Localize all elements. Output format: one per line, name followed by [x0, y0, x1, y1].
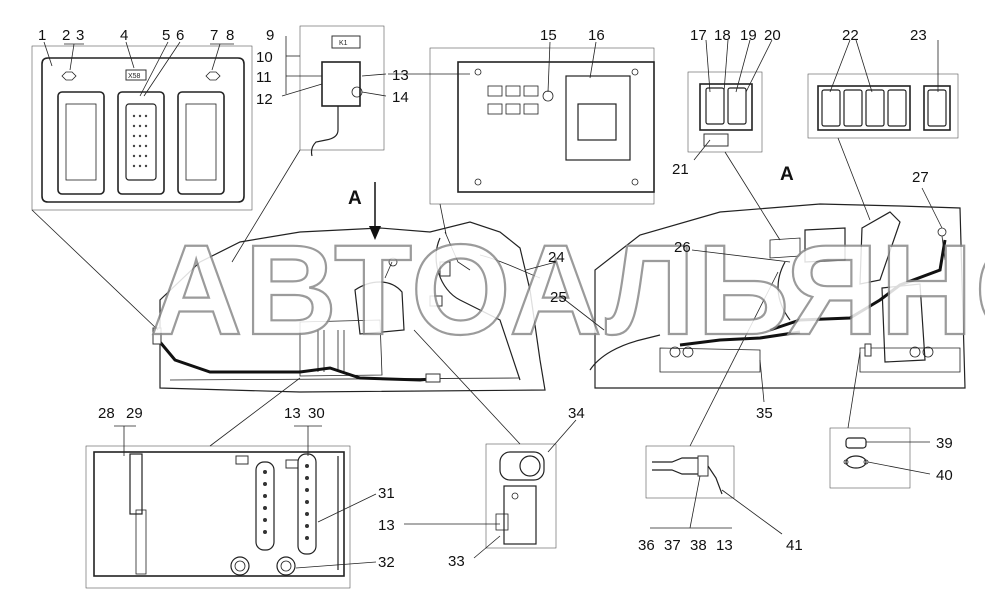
callout-38: 38 — [690, 537, 707, 554]
callout-36: 36 — [638, 537, 655, 554]
callout-7: 7 — [210, 27, 218, 44]
callout-30: 30 — [308, 405, 325, 422]
view-letter: A — [780, 164, 794, 185]
callout-19: 19 — [740, 27, 757, 44]
callout-25: 25 — [550, 289, 567, 306]
callout-6: 6 — [176, 27, 184, 44]
callout-29: 29 — [126, 405, 143, 422]
callout-2: 2 — [62, 27, 70, 44]
callout-33: 33 — [448, 553, 465, 570]
view-arrow-label: A — [348, 188, 362, 209]
callout-5: 5 — [162, 27, 170, 44]
callout-1: 1 — [38, 27, 46, 44]
callout-14: 14 — [392, 89, 409, 106]
callout-21: 21 — [672, 161, 689, 178]
callout-17: 17 — [690, 27, 707, 44]
callout-24: 24 — [548, 249, 565, 266]
callout-3: 3 — [76, 27, 84, 44]
callout-31: 31 — [378, 485, 395, 502]
callout-13-pair: 13 — [716, 537, 733, 554]
callout-16: 16 — [588, 27, 605, 44]
detail-socket — [829, 351, 911, 489]
callout-39: 39 — [936, 435, 953, 452]
detail-sensor — [413, 329, 557, 549]
callout-34: 34 — [568, 405, 585, 422]
view-arrow: A — [348, 182, 381, 240]
callout-13-board: 13 — [284, 405, 301, 422]
watermark: АВТОАЛЬЯНС — [150, 219, 985, 362]
callout-37: 37 — [664, 537, 681, 554]
callout-40: 40 — [936, 467, 953, 484]
callout-8: 8 — [226, 27, 234, 44]
callout-numbers: 1 2 3 4 5 6 7 8 9 10 11 12 13 14 15 16 1… — [38, 27, 953, 571]
detail-connector-panel: X58 — [31, 45, 253, 331]
callout-10: 10 — [256, 49, 273, 66]
callout-27: 27 — [912, 169, 929, 186]
callout-26: 26 — [674, 239, 691, 256]
callout-12: 12 — [256, 91, 273, 108]
detail-relay-k1: K1 — [231, 25, 385, 263]
callout-18: 18 — [714, 27, 731, 44]
callout-13-top: 13 — [392, 67, 409, 84]
callout-22: 22 — [842, 27, 859, 44]
callout-23: 23 — [910, 27, 927, 44]
x58-tag: X58 — [128, 73, 141, 80]
callout-32: 32 — [378, 554, 395, 571]
detail-switch-block — [687, 71, 781, 241]
k1-tag: K1 — [339, 40, 348, 47]
cab-section-left — [152, 221, 546, 393]
callout-20: 20 — [764, 27, 781, 44]
callout-11: 11 — [256, 69, 272, 86]
callout-35: 35 — [756, 405, 773, 422]
cab-section-right — [589, 203, 966, 389]
callout-leaders — [43, 36, 943, 569]
detail-switch-row — [807, 73, 959, 221]
callout-28: 28 — [98, 405, 115, 422]
detail-fuse-board — [85, 377, 351, 589]
callout-4: 4 — [120, 27, 128, 44]
callout-9: 9 — [266, 27, 274, 44]
callout-41: 41 — [786, 537, 803, 554]
detail-connector-pair — [645, 271, 779, 499]
callout-13-sensor: 13 — [378, 517, 395, 534]
callout-15: 15 — [540, 27, 557, 44]
detail-control-panel — [429, 47, 655, 235]
